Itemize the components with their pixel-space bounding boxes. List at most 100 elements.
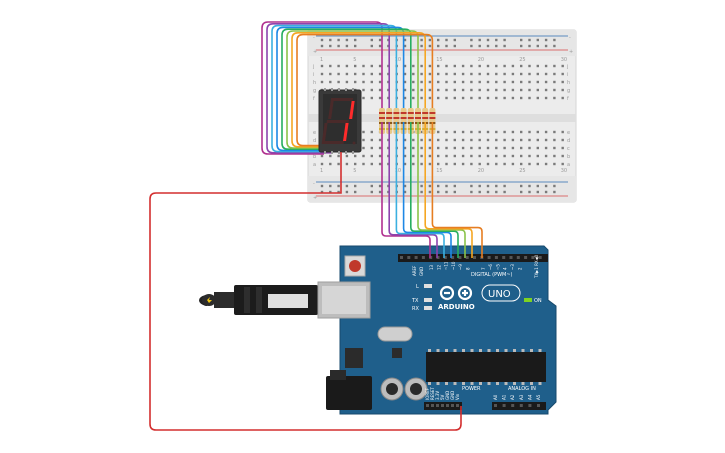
terminal-hole [561,80,564,84]
power-pin-label: GND [450,391,455,400]
terminal-hole [470,138,473,142]
header-hole [451,256,455,259]
resistor [379,108,385,134]
terminal-hole [412,64,415,68]
rail-hole [437,44,440,48]
resistor-band [407,112,414,114]
rx-label: RX [412,306,419,312]
arduino-logo-icon [439,285,473,301]
terminal-hole [520,88,523,92]
row-letter: f [313,96,315,102]
rail-hole [345,38,349,42]
header-hole [443,256,447,259]
chip-pin [530,382,533,385]
terminal-hole [553,154,556,158]
terminal-hole [553,146,556,150]
terminal-hole [453,88,456,92]
rail-hole [445,44,448,48]
row-letter: i [567,72,568,78]
terminal-hole [544,64,548,68]
terminal-hole [561,72,564,76]
reset-button-cap[interactable] [349,260,361,272]
digital-pin-label: 8 [466,267,471,270]
rail-hole [478,38,481,42]
resistor-band [386,112,393,114]
rail-hole [329,44,332,48]
terminal-hole [345,162,349,166]
terminal-hole [561,130,564,134]
analog-pin-label: A0 [493,394,498,400]
arduino-wire [388,122,438,258]
terminal-hole [553,138,556,142]
terminal-hole [461,130,465,134]
rail-hole [495,44,498,48]
header-hole [465,256,469,259]
rail-hole [520,44,523,48]
on-led [524,298,532,302]
chip-pin [496,382,499,385]
arduino-wire [381,122,431,258]
chip-pin [530,349,533,352]
terminal-hole [503,64,506,68]
terminal-hole [461,80,465,84]
chip-pin [513,382,516,385]
terminal-hole [445,88,448,92]
terminal-hole [453,64,456,68]
l-led [424,284,432,288]
terminal-hole [412,154,415,158]
terminal-hole [470,154,473,158]
terminal-hole [478,130,481,134]
terminal-hole [437,130,440,134]
rail-hole [320,44,324,48]
terminal-hole [362,96,365,100]
column-label: 30 [561,57,567,63]
terminal-hole [420,88,423,92]
terminal-hole [511,154,515,158]
rail-hole [478,184,481,188]
segment-wire [296,33,434,147]
resistor [400,108,407,134]
terminal-hole [370,154,373,158]
rail-hole [536,38,539,42]
terminal-hole [486,138,490,142]
chip-pin [428,349,431,352]
segment-wires [261,21,434,155]
arduino-uno-board: L TX RX ON ARDUINO UNO DIGITAL (PWM~) PO… [199,245,557,415]
resistor-band [386,117,393,119]
terminal-hole [445,72,448,76]
rail-hole [536,190,539,194]
row-letter: a [313,162,316,168]
aref-pin-label: AREF [412,265,417,276]
row-letter: a [567,162,570,168]
terminal-hole [329,80,332,84]
on-label: ON [534,298,542,304]
atmega-chip [426,352,546,382]
rail-hole [528,44,531,48]
terminal-hole [470,162,473,166]
terminal-hole [428,64,432,68]
terminal-hole [544,88,548,92]
digital-label: DIGITAL (PWM~) [471,272,513,278]
header-hole [421,256,425,259]
display-pins [324,88,354,154]
terminal-hole [362,130,365,134]
power-jack [326,376,372,410]
header-hole [531,256,535,259]
arduino-brand: ARDUINO [438,303,475,311]
terminal-hole [420,162,423,166]
rail-hole [403,38,407,42]
terminal-hole [470,96,473,100]
rail-hole [486,190,490,194]
tx-led [424,298,432,302]
terminal-hole [378,72,382,76]
terminal-hole [503,162,506,166]
terminal-hole [378,88,382,92]
chip-pin [462,382,465,385]
terminal-hole [470,72,473,76]
column-label: 1 [320,168,323,174]
terminal-hole [461,146,465,150]
uno-label: UNO [488,289,511,300]
terminal-hole [528,146,531,150]
seven-segment-display [318,88,362,154]
rail-hole [378,44,382,48]
